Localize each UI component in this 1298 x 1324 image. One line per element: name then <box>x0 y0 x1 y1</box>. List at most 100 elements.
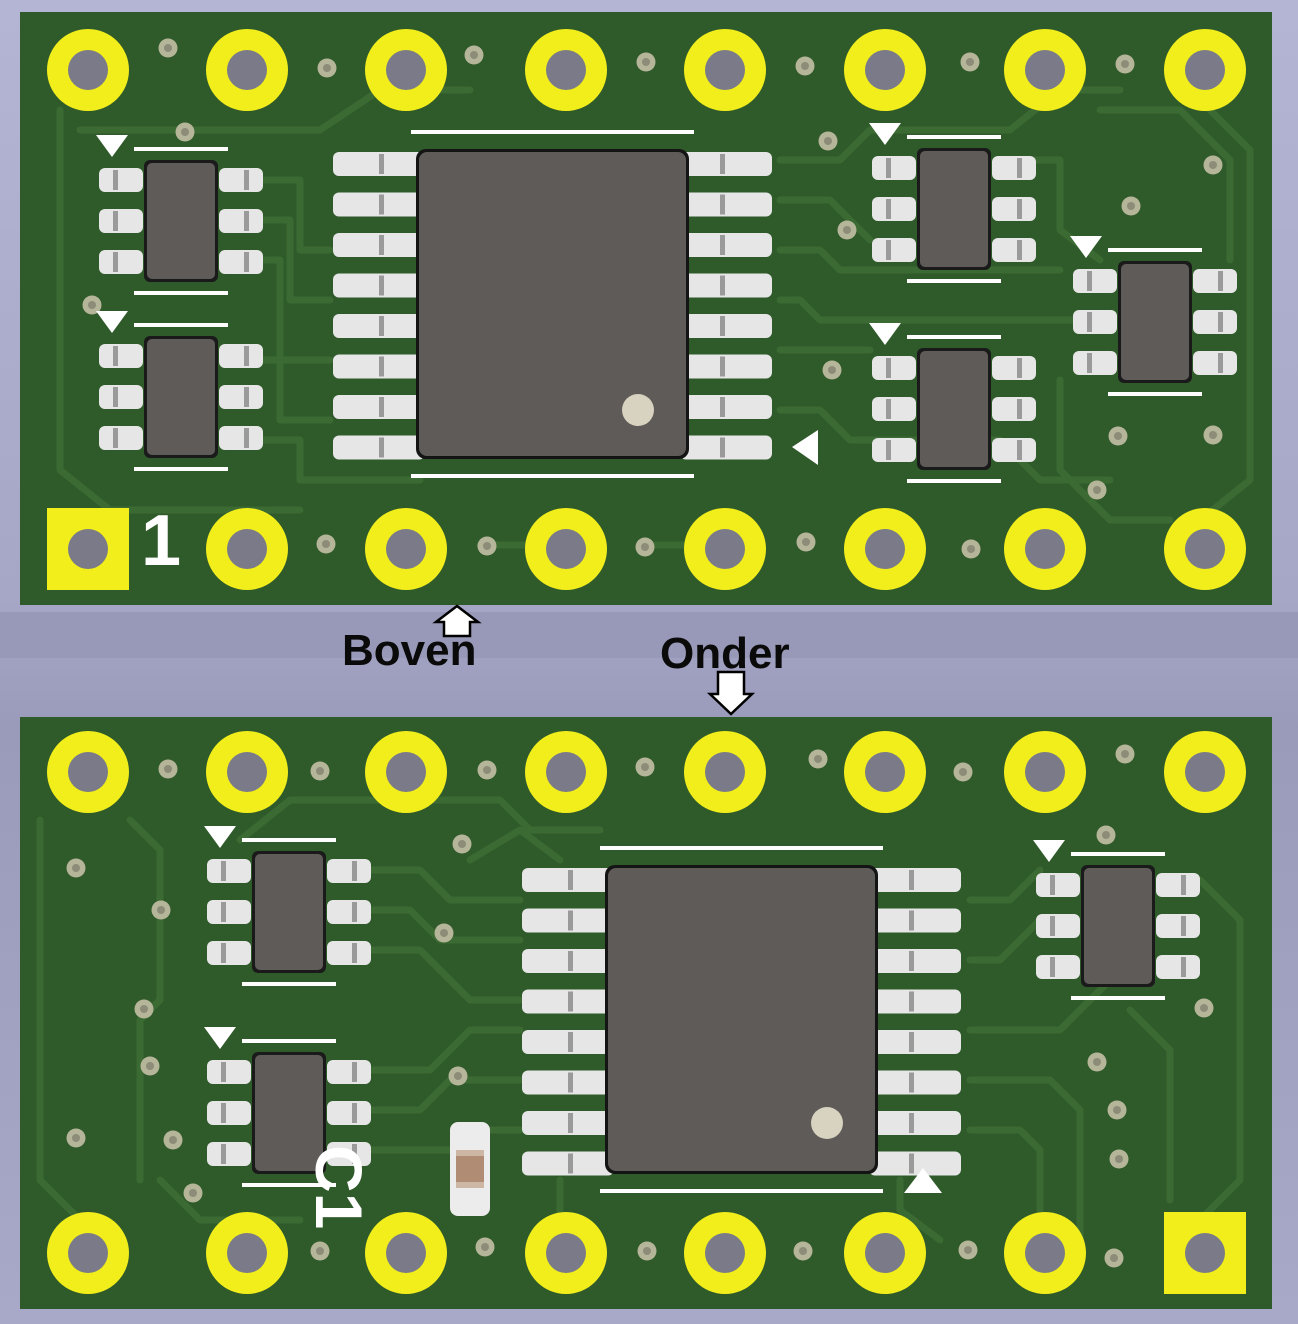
smd-pad <box>992 238 1036 262</box>
pad-slot <box>568 1072 573 1093</box>
smd-pad <box>327 941 371 965</box>
pin1-drill-hole-bottom <box>1185 1233 1225 1273</box>
through-hole-pad <box>1004 29 1086 111</box>
smd-pad <box>680 354 772 379</box>
pad-slot <box>568 910 573 931</box>
ic-body <box>419 152 686 456</box>
pad-slot <box>909 1113 914 1133</box>
smd-pad <box>680 152 772 176</box>
via-hole <box>1093 486 1101 494</box>
drill-hole <box>227 50 267 90</box>
pcb-bottom-side <box>20 717 1272 1309</box>
ic-body <box>608 868 875 1171</box>
pad-slot <box>1218 312 1223 332</box>
pad-slot <box>568 870 573 890</box>
pad-slot <box>886 399 891 419</box>
through-hole-pads-top <box>47 29 1246 590</box>
via-hole <box>828 366 836 374</box>
drill-hole <box>865 752 905 792</box>
vias-bottom <box>66 744 1214 1268</box>
components-bottom <box>204 826 1200 1193</box>
via-hole <box>88 301 96 309</box>
drill-hole <box>386 752 426 792</box>
pad-slot <box>1017 358 1022 378</box>
smd-pad <box>327 859 371 883</box>
via-hole <box>483 542 491 550</box>
pin1-triangle-icon <box>869 123 901 145</box>
pad-slot <box>720 356 725 377</box>
smd-pad <box>992 356 1036 380</box>
pin1-triangle-icon <box>204 826 236 848</box>
capacitor-c1 <box>450 1122 490 1216</box>
pin1-dot <box>811 1107 843 1139</box>
drill-hole <box>546 752 586 792</box>
smd-pad <box>1193 310 1237 334</box>
pad-slot <box>1017 240 1022 260</box>
pad-slot <box>1050 916 1055 936</box>
pin1-triangle-icon <box>1070 236 1102 258</box>
through-hole-pad <box>206 731 288 813</box>
ic-body <box>255 854 323 970</box>
pad-slot <box>379 316 384 336</box>
smd-pad <box>207 900 251 924</box>
pad-slot <box>379 437 384 458</box>
pin1-triangle-icon <box>1033 840 1065 862</box>
through-hole-pad <box>365 1212 447 1294</box>
soic8-chip <box>1070 236 1237 396</box>
pad-slot <box>221 1144 226 1164</box>
via-hole <box>1127 202 1135 210</box>
drill-hole <box>386 1233 426 1273</box>
through-hole-pad <box>1004 508 1086 590</box>
through-hole-pad <box>525 29 607 111</box>
pad-slot <box>379 275 384 296</box>
via-hole <box>181 128 189 136</box>
capacitor-ref-label: C1 <box>302 1145 376 1230</box>
pad-slot <box>113 387 118 407</box>
ic-body <box>1084 868 1152 984</box>
via-hole <box>1110 1254 1118 1262</box>
top-side-label: Boven <box>342 626 477 675</box>
pad-slot <box>113 211 118 231</box>
via-hole <box>966 58 974 66</box>
ic-body <box>147 339 215 455</box>
traces-bottom <box>36 796 1244 1254</box>
pad-slot <box>1017 440 1022 460</box>
through-hole-pad <box>206 29 288 111</box>
pad-slot <box>379 356 384 377</box>
smd-pad <box>992 438 1036 462</box>
pad-slot <box>909 910 914 931</box>
drill-hole <box>705 1233 745 1273</box>
down-arrow-icon <box>706 670 756 716</box>
through-hole-pad <box>844 731 926 813</box>
pad-slot <box>1087 271 1092 291</box>
smd-pad <box>872 197 916 221</box>
via-hole <box>641 763 649 771</box>
smd-pad <box>207 1060 251 1084</box>
drill-hole <box>546 529 586 569</box>
drill-hole <box>546 1233 586 1273</box>
drill-hole <box>1185 752 1225 792</box>
smd-pad <box>207 1101 251 1125</box>
pad-slot <box>1218 353 1223 373</box>
ic-body <box>147 163 215 279</box>
pin1-silkscreen-label: 1 <box>141 501 182 581</box>
pad-slot <box>244 170 249 190</box>
smd-pad <box>1156 873 1200 897</box>
through-hole-pad <box>844 29 926 111</box>
pad-slot <box>720 316 725 336</box>
pin1-triangle-icon <box>869 323 901 345</box>
via-hole <box>454 1072 462 1080</box>
via-hole <box>1102 831 1110 839</box>
smd-pad <box>1193 351 1237 375</box>
pad-slot <box>221 1062 226 1082</box>
pad-slot <box>909 991 914 1012</box>
pad-slot <box>720 235 725 255</box>
pad-slot <box>909 1153 914 1174</box>
drill-hole <box>705 50 745 90</box>
pad-slot <box>1181 916 1186 936</box>
pad-slot <box>113 252 118 272</box>
pad-slot <box>720 397 725 417</box>
pad-slot <box>720 437 725 458</box>
soic8-chip <box>204 1027 371 1187</box>
via-hole <box>1115 1155 1123 1163</box>
